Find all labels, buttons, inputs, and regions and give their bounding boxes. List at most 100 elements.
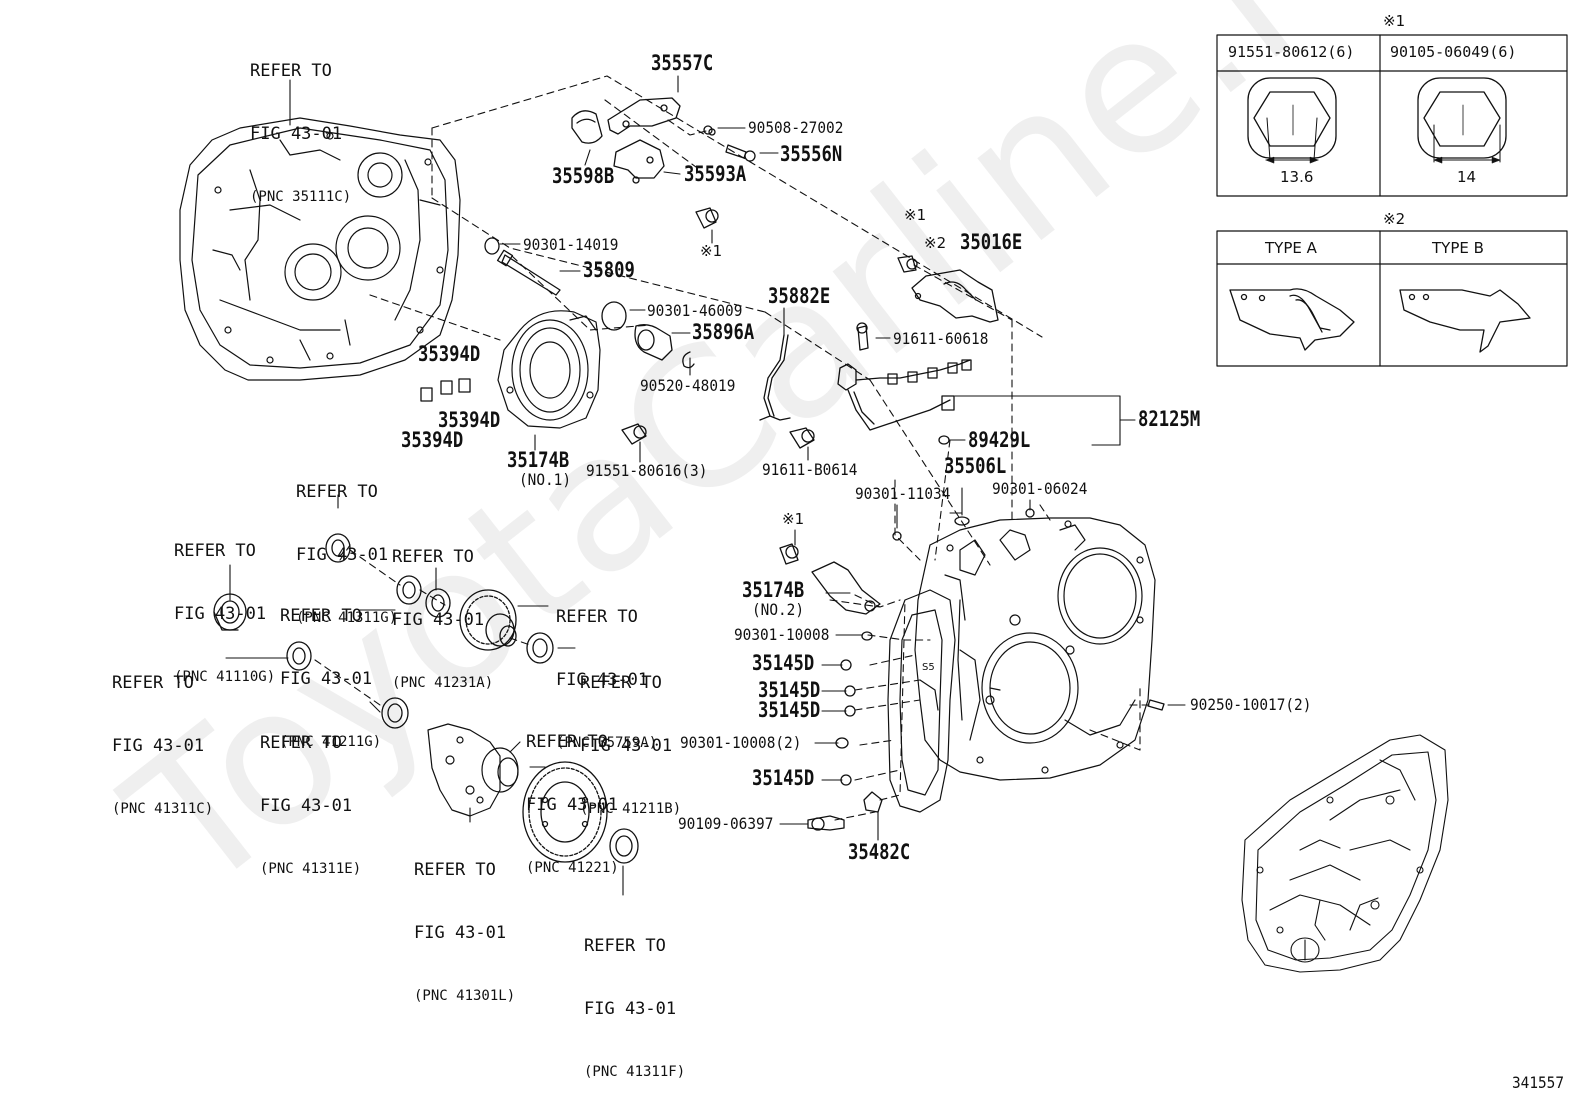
part-label-90301-06024[interactable]: 90301-06024 <box>992 479 1088 498</box>
part-label-90301-10008[interactable]: 90301-10008 <box>734 625 830 644</box>
bolt-90508 <box>703 125 716 136</box>
o-ring-90301-46009 <box>601 301 627 331</box>
part-label-35482C[interactable]: 35482C <box>848 840 911 864</box>
part-label-90301-10008-2[interactable]: 90301-10008(2) <box>680 733 802 752</box>
refer-line: FIG 43-01 <box>112 736 205 756</box>
part-label-35556N[interactable]: 35556N <box>780 142 843 166</box>
part-label-35016E[interactable]: 35016E <box>960 230 1023 254</box>
part-label-35174B-no1[interactable]: 35174B <box>507 448 570 472</box>
note2-header-a: TYPE A <box>1265 239 1317 257</box>
pipe-35882E <box>759 334 791 421</box>
leader-lines <box>225 75 1186 896</box>
part-label-35174B-no2[interactable]: 35174B <box>742 578 805 602</box>
refer-note-41311F[interactable]: REFER TO FIG 43-01 (PNC 41311F) <box>584 894 685 1104</box>
bolt-35556N <box>725 144 756 162</box>
refer-line: REFER TO <box>260 733 342 753</box>
part-label-82125M[interactable]: 82125M <box>1138 407 1201 431</box>
assembly-guide-lines <box>314 75 1151 821</box>
refer-note-41211B[interactable]: REFER TO FIG 43-01 (PNC 41211B) <box>580 631 681 841</box>
bolt-90109-06397 <box>807 815 845 831</box>
refer-line: FIG 43-01 <box>584 999 677 1019</box>
refer-line: FIG 43-01 <box>174 604 267 624</box>
part-label-91611-60618[interactable]: 91611-60618 <box>893 329 989 348</box>
note-mark-x1-b: ※1 <box>904 206 927 224</box>
part-label-90250-10017[interactable]: 90250-10017(2) <box>1190 695 1312 714</box>
part-label-35506L[interactable]: 35506L <box>944 454 1007 478</box>
part-label-35394D-b[interactable]: 35394D <box>438 408 501 432</box>
refer-note-35759A[interactable]: REFER TO FIG 43-01 (PNC 35759A) <box>556 565 657 775</box>
part-label-35593A[interactable]: 35593A <box>684 162 747 186</box>
refer-note-41311E[interactable]: REFER TO FIG 43-01 (PNC 41311E) <box>260 691 361 901</box>
bolt-91551-80616 <box>621 423 647 445</box>
o-ring-90301-10008 <box>861 631 873 641</box>
part-label-89429L[interactable]: 89429L <box>968 428 1031 452</box>
part-label-35145D-d[interactable]: 35145D <box>752 766 815 790</box>
clip-90520-48019 <box>682 351 695 369</box>
part-label-90301-14019[interactable]: 90301-14019 <box>523 235 619 254</box>
part-label-91551-80616[interactable]: 91551-80616(3) <box>586 461 708 480</box>
refer-note-41311G[interactable]: REFER TO FIG 43-01 (PNC 41311G) <box>296 440 397 650</box>
refer-line: FIG 43-01 <box>526 795 619 815</box>
refer-line: FIG 43-01 <box>250 124 343 144</box>
o-ring-90301-06024 <box>1025 508 1035 518</box>
refer-line: REFER TO <box>280 606 362 626</box>
part-label-35394D-c[interactable]: 35394D <box>401 428 464 452</box>
refer-note-41221[interactable]: REFER TO FIG 43-01 (PNC 41221) <box>526 690 619 900</box>
refer-line: REFER TO <box>526 732 608 752</box>
transaxle-case-main: S5 <box>887 517 1156 813</box>
bearing-41211B <box>526 632 554 664</box>
refer-note-35111C[interactable]: REFER TO FIG 43-01 (PNC 35111C) <box>250 19 351 229</box>
transaxle-reference-view <box>1241 734 1449 973</box>
part-label-90508-27002[interactable]: 90508-27002 <box>748 118 844 137</box>
o-ring-90301-14019 <box>484 237 500 255</box>
refer-pnc: (PNC 41311F) <box>584 1064 686 1080</box>
refer-pnc: (PNC 41211G) <box>280 734 382 750</box>
o-ring-90301-10008-2 <box>835 737 849 749</box>
refer-line: REFER TO <box>174 541 256 561</box>
svg-text:S5: S5 <box>922 662 935 673</box>
shaft-35896A <box>634 324 673 361</box>
bracket-35016E <box>911 269 999 323</box>
refer-note-41110G[interactable]: REFER TO FIG 43-01 (PNC 41110G) <box>174 499 275 709</box>
refer-pnc: (PNC 41311G) <box>296 610 398 626</box>
bracket-35593A <box>613 139 665 184</box>
note-mark-x1-c: ※1 <box>782 510 805 528</box>
part-label-90109-06397[interactable]: 90109-06397 <box>678 814 774 833</box>
refer-pnc: (PNC 41110G) <box>174 669 276 685</box>
refer-pnc: (PNC 35111C) <box>250 189 352 205</box>
oil-seal-41311F <box>609 828 639 864</box>
part-label-35896A[interactable]: 35896A <box>692 320 755 344</box>
oil-seal-41311G <box>325 533 351 563</box>
refer-note-41311C[interactable]: REFER TO FIG 43-01 (PNC 41311C) <box>112 631 213 841</box>
note-mark-x2: ※2 <box>924 234 947 252</box>
bolt-91611-B0614 <box>789 427 815 449</box>
refer-note-41211G[interactable]: REFER TO FIG 43-01 (PNC 41211G) <box>280 564 381 774</box>
part-label-35557C[interactable]: 35557C <box>651 51 714 75</box>
refer-pnc: (PNC 35759A) <box>556 735 658 751</box>
part-label-91611-B0614[interactable]: 91611-B0614 <box>762 460 858 479</box>
refer-pnc: (PNC 41211B) <box>580 801 682 817</box>
part-label-90520-48019[interactable]: 90520-48019 <box>640 376 736 395</box>
refer-line: FIG 43-01 <box>392 610 485 630</box>
part-label-35809[interactable]: 35809 <box>583 258 635 282</box>
part-label-35145D-c[interactable]: 35145D <box>758 698 821 722</box>
part-label-90301-46009[interactable]: 90301-46009 <box>647 301 743 320</box>
oil-seal-41311E <box>381 697 409 729</box>
refer-note-41231A[interactable]: REFER TO FIG 43-01 (PNC 41231A) <box>392 505 493 715</box>
o-ring-90301-11034 <box>892 531 902 541</box>
differential-case-41301L <box>427 723 519 817</box>
part-label-90301-11034[interactable]: 90301-11034 <box>855 484 951 503</box>
part-label-35882E[interactable]: 35882E <box>768 284 831 308</box>
part-label-35598B[interactable]: 35598B <box>552 164 615 188</box>
part-label-35394D-a[interactable]: 35394D <box>418 342 481 366</box>
refer-note-41301L[interactable]: REFER TO FIG 43-01 (PNC 41301L) <box>414 818 515 1028</box>
part-label-35145D-a[interactable]: 35145D <box>752 651 815 675</box>
diagram-id: 341557 <box>1512 1073 1565 1092</box>
bearing-41211G <box>396 575 422 605</box>
bolt-35809 <box>496 249 561 296</box>
bolt-91611-60618 <box>856 322 869 351</box>
refer-pnc: (PNC 41231A) <box>392 675 494 691</box>
refer-line: FIG 43-01 <box>260 796 353 816</box>
part-label-35145D-b[interactable]: 35145D <box>758 678 821 702</box>
